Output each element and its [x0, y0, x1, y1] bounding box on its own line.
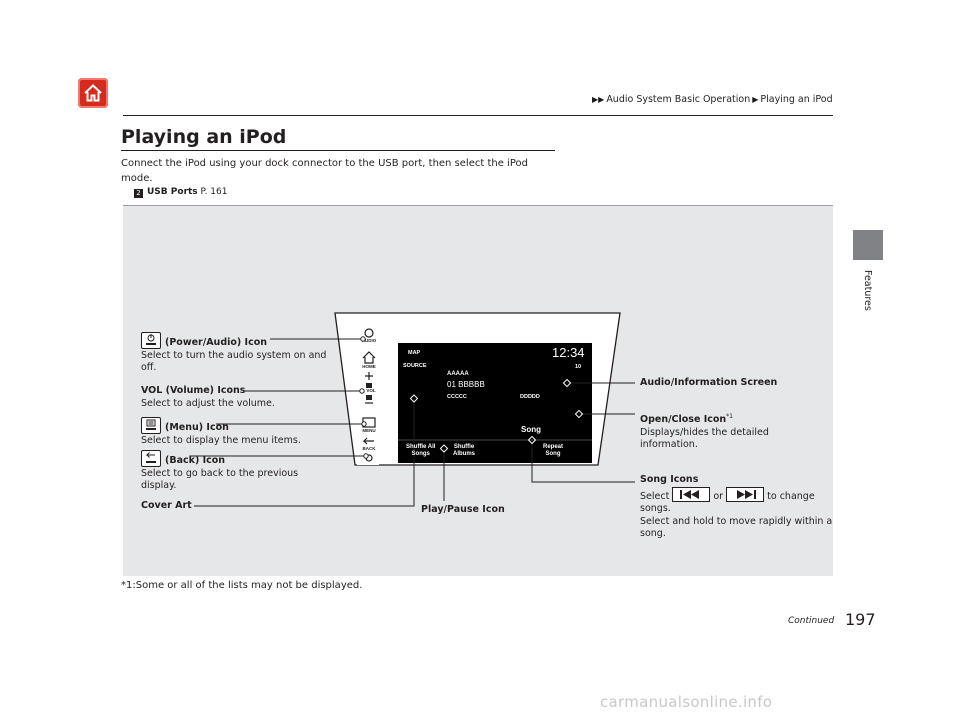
- shuffle-all-button[interactable]: Shuffle All Songs: [406, 444, 436, 457]
- callout-audio-screen: Audio/Information Screen: [640, 377, 777, 390]
- screen-song-tab[interactable]: Song: [521, 425, 541, 434]
- shuffle-albums-button[interactable]: Shuffle Albums: [453, 444, 476, 457]
- callout-openclose-desc: Displays/hides the detailed information.: [640, 426, 769, 451]
- leader-cover: [194, 399, 415, 507]
- callout-volume-desc: Select to adjust the volume.: [141, 397, 275, 409]
- callout-song-title: Song Icons: [640, 474, 699, 485]
- callout-playpause-title: Play/Pause Icon: [421, 504, 505, 515]
- callout-back-desc: Select to go back to the previous displa…: [141, 467, 299, 492]
- leader-song: [531, 440, 635, 483]
- callout-song: Song Icons Select or to change songs. Se…: [640, 474, 840, 541]
- panel-back-label: BACK: [363, 446, 377, 451]
- callout-song-hold: Select and hold to move rapidly within a…: [640, 515, 833, 540]
- callout-menu-desc: Select to display the menu items.: [141, 434, 301, 446]
- breadcrumb-arrow-icon: ▶▶: [592, 95, 605, 104]
- callout-power-title: (Power/Audio) Icon: [165, 337, 268, 348]
- callout-back: (Back) Icon Select to go back to the pre…: [141, 450, 321, 493]
- callout-power: (Power/Audio) Icon Select to turn the au…: [141, 332, 331, 375]
- callout-back-title: (Back) Icon: [165, 455, 226, 466]
- vol-plus-icon: [365, 372, 373, 380]
- screen-artist: AAAAA: [447, 371, 469, 377]
- callout-playpause: Play/Pause Icon: [421, 504, 505, 517]
- callout-openclose-title: Open/Close Icon: [640, 414, 727, 426]
- home-button[interactable]: [78, 78, 108, 108]
- callout-volume-title: VOL (Volume) Icons: [141, 385, 246, 396]
- panel-home-label: HOME: [362, 364, 376, 369]
- figure-top-rule: [123, 205, 833, 206]
- skip-forward-icon: [726, 486, 765, 502]
- audio-screen: [398, 343, 592, 463]
- callout-song-select: Select: [640, 490, 670, 502]
- repeat-song-button[interactable]: Repeat Song: [543, 444, 564, 457]
- callout-menu-title: (Menu) Icon: [165, 422, 229, 433]
- cross-reference[interactable]: 2 USB Ports P. 161: [134, 187, 227, 198]
- callout-cover-title: Cover Art: [141, 500, 192, 511]
- panel-home-icon: [362, 351, 376, 364]
- screen-clock: 12:34: [552, 345, 585, 360]
- panel-audio-label: AUDIO: [362, 338, 377, 343]
- watermark: carmanualsonline.info: [600, 693, 773, 711]
- breadcrumb-arrow-icon: ▶: [752, 95, 759, 104]
- panel-vol-label: VOL: [366, 388, 376, 393]
- callout-volume: VOL (Volume) Icons Select to adjust the …: [141, 385, 331, 410]
- page-number: 197: [845, 610, 876, 629]
- title-divider: [121, 150, 555, 151]
- panel-back-icon: [362, 437, 374, 445]
- panel-menu-label: MENU: [362, 428, 375, 433]
- xref-page: P. 161: [200, 187, 228, 197]
- header-divider: [123, 115, 833, 116]
- screen-source-label[interactable]: SOURCE: [403, 363, 427, 369]
- screen-track: 01 BBBBB: [447, 380, 485, 389]
- screen-album: CCCCC: [447, 394, 467, 400]
- callout-song-or: or: [713, 490, 724, 502]
- screen-track-count: 10: [575, 364, 582, 370]
- breadcrumb-item[interactable]: Audio System Basic Operation: [606, 94, 751, 105]
- screen-map-label[interactable]: MAP: [408, 350, 421, 356]
- screen-extra: DDDDD: [520, 394, 540, 400]
- callout-song-change: to change songs.: [640, 490, 815, 515]
- section-tab-marker[interactable]: [853, 230, 883, 260]
- callout-openclose-sup: *1: [726, 413, 733, 420]
- intro-text: Connect the iPod using your dock connect…: [121, 158, 528, 184]
- skip-back-icon: [672, 486, 711, 502]
- menu-icon: [141, 417, 161, 434]
- callout-audio-screen-title: Audio/Information Screen: [640, 377, 778, 388]
- section-tab-label: Features: [862, 270, 873, 311]
- xref-arrow-icon: 2: [134, 189, 143, 198]
- footnote: *1:Some or all of the lists may not be d…: [121, 580, 363, 591]
- power-icon: [364, 328, 374, 338]
- xref-label[interactable]: USB Ports: [147, 187, 198, 197]
- callout-cover: Cover Art: [141, 500, 192, 513]
- back-icon: [141, 450, 161, 467]
- home-icon: [84, 84, 102, 102]
- power-audio-icon: [141, 332, 161, 349]
- continued-label: Continued: [788, 616, 835, 626]
- breadcrumb: ▶▶Audio System Basic Operation▶Playing a…: [590, 94, 833, 105]
- callout-power-desc: Select to turn the audio system on and o…: [141, 349, 327, 374]
- breadcrumb-item[interactable]: Playing an iPod: [760, 94, 833, 105]
- callout-openclose: Open/Close Icon*1 Displays/hides the det…: [640, 411, 820, 452]
- page-title: Playing an iPod: [121, 126, 287, 148]
- callout-menu: (Menu) Icon Select to display the menu i…: [141, 417, 341, 447]
